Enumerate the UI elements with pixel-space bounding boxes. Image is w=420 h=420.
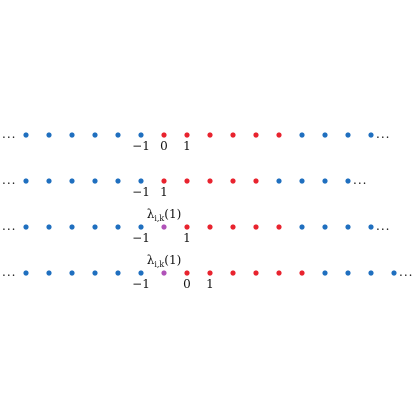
red-dot	[253, 224, 259, 230]
blue-dot	[23, 178, 29, 184]
blue-dot	[92, 178, 98, 184]
red-dot	[207, 270, 213, 276]
blue-dot	[345, 270, 351, 276]
red-dot	[276, 132, 282, 138]
blue-dot	[92, 132, 98, 138]
blue-dot	[322, 224, 328, 230]
tick-label: −1	[132, 139, 150, 153]
blue-dot	[69, 270, 75, 276]
red-dot	[230, 132, 236, 138]
tick-label: 1	[160, 185, 168, 199]
tick-label: 1	[183, 231, 191, 245]
blue-dot	[92, 270, 98, 276]
blue-dot	[299, 224, 305, 230]
red-dot	[230, 178, 236, 184]
left-ellipsis: ...	[2, 265, 16, 279]
right-ellipsis: ...	[399, 265, 413, 279]
blue-dot	[115, 132, 121, 138]
blue-dot	[322, 270, 328, 276]
red-dot	[230, 224, 236, 230]
tick-label: 1	[206, 277, 214, 291]
red-dot	[253, 178, 259, 184]
tick-label: −1	[132, 185, 150, 199]
blue-dot	[46, 178, 52, 184]
tick-label: 1	[183, 139, 191, 153]
red-dot	[184, 132, 190, 138]
dot-row: ...... −1 0 1 λi,k(1)	[2, 253, 413, 291]
blue-dot	[138, 178, 144, 184]
red-dot	[161, 132, 167, 138]
dot-row: ...... −1 0 1	[2, 127, 390, 153]
red-dot	[184, 178, 190, 184]
purple-dot	[161, 270, 167, 276]
blue-dot	[345, 132, 351, 138]
blue-dot	[368, 224, 374, 230]
blue-dot	[138, 270, 144, 276]
blue-dot	[115, 224, 121, 230]
red-dot	[207, 178, 213, 184]
blue-dot	[23, 270, 29, 276]
blue-dot	[69, 224, 75, 230]
right-ellipsis: ...	[376, 127, 390, 141]
red-dot	[253, 132, 259, 138]
blue-dot	[345, 178, 351, 184]
dot-row: ...... −1 1λi,k(1)	[2, 207, 390, 245]
lambda-label: λi,k(1)	[147, 207, 182, 223]
blue-dot	[138, 224, 144, 230]
blue-dot	[322, 132, 328, 138]
red-dot	[184, 224, 190, 230]
red-dot	[184, 270, 190, 276]
red-dot	[161, 178, 167, 184]
red-dot	[207, 132, 213, 138]
blue-dot	[69, 178, 75, 184]
blue-dot	[322, 178, 328, 184]
red-dot	[276, 224, 282, 230]
blue-dot	[299, 132, 305, 138]
blue-dot	[115, 178, 121, 184]
blue-dot	[299, 178, 305, 184]
tick-label: 0	[183, 277, 191, 291]
red-dot	[276, 270, 282, 276]
left-ellipsis: ...	[2, 173, 16, 187]
blue-dot	[46, 270, 52, 276]
blue-dot	[138, 132, 144, 138]
blue-dot	[391, 270, 397, 276]
left-ellipsis: ...	[2, 219, 16, 233]
right-ellipsis: ...	[376, 219, 390, 233]
blue-dot	[368, 132, 374, 138]
tick-label: −1	[132, 277, 150, 291]
tick-label: −1	[132, 231, 150, 245]
red-dot	[253, 270, 259, 276]
red-dot	[299, 270, 305, 276]
blue-dot	[46, 224, 52, 230]
blue-dot	[46, 132, 52, 138]
blue-dot	[92, 224, 98, 230]
left-ellipsis: ...	[2, 127, 16, 141]
blue-dot	[23, 132, 29, 138]
blue-dot	[115, 270, 121, 276]
lambda-label: λi,k(1)	[147, 253, 182, 269]
blue-dot	[69, 132, 75, 138]
right-ellipsis: ...	[353, 173, 367, 187]
dot-row: ...... −1 1	[2, 173, 367, 199]
blue-dot	[368, 270, 374, 276]
blue-dot	[345, 224, 351, 230]
blue-dot	[23, 224, 29, 230]
red-dot	[230, 270, 236, 276]
red-dot	[207, 224, 213, 230]
blue-dot	[276, 178, 282, 184]
tick-label: 0	[160, 139, 168, 153]
purple-dot	[161, 224, 167, 230]
